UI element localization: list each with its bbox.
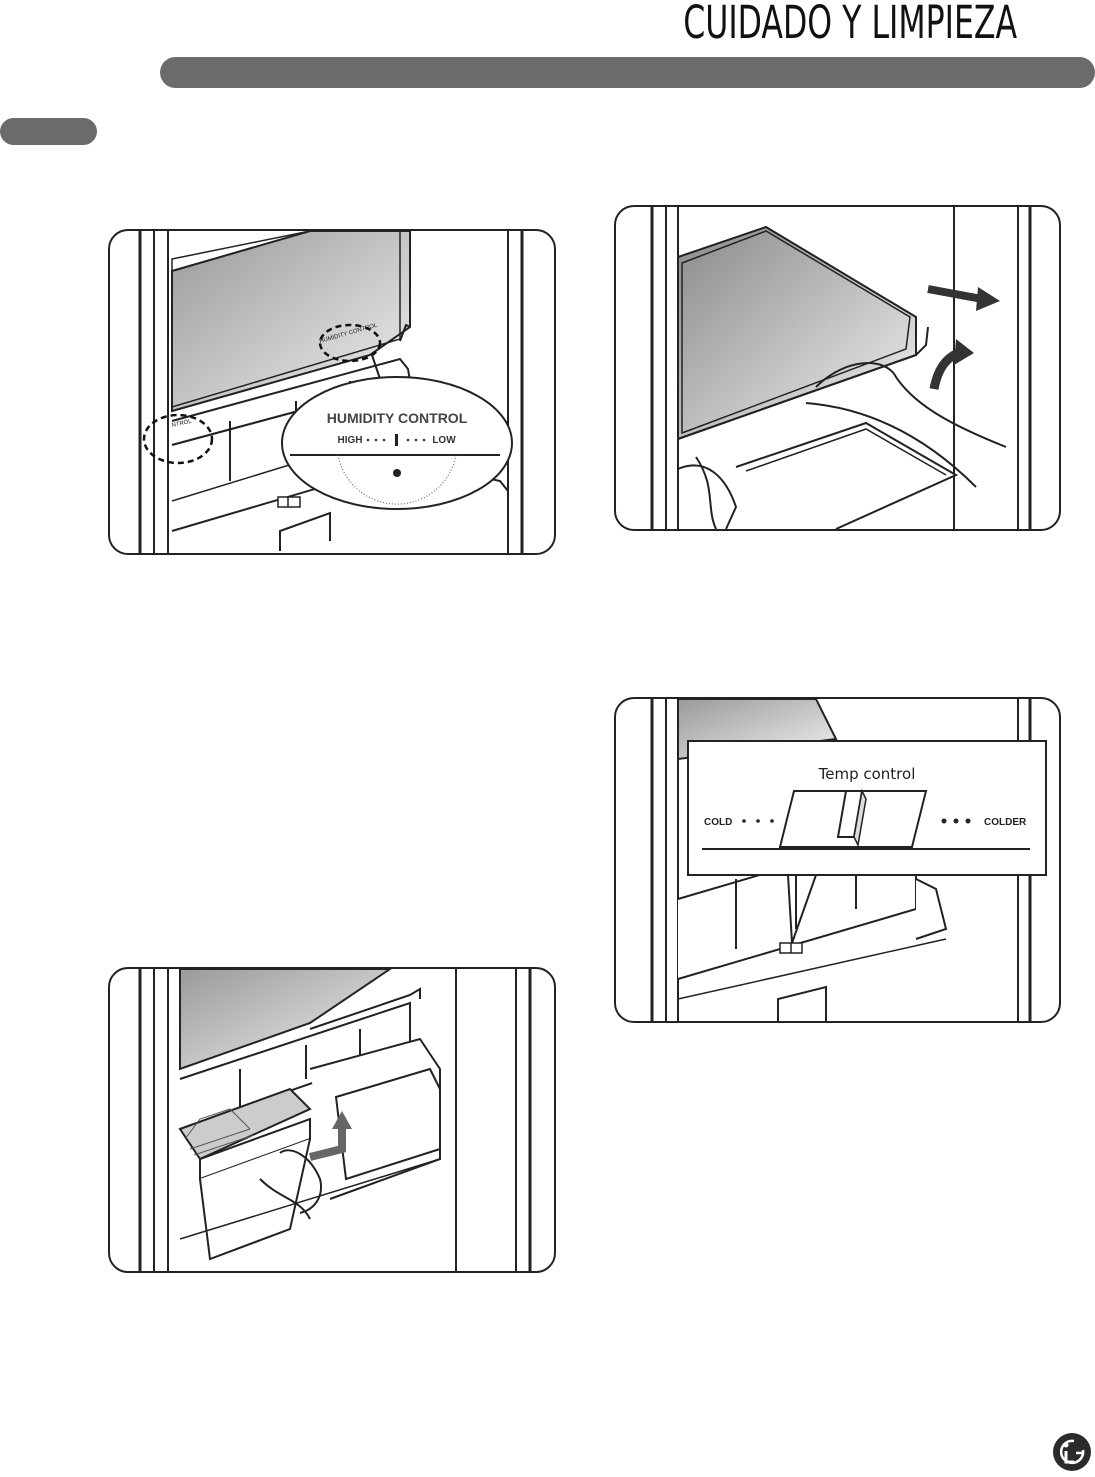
temp-colder-label: COLDER [984, 817, 1027, 828]
section-marker [0, 118, 97, 145]
figure-temp-control: Temp control COLD COLDER [614, 697, 1061, 1023]
drawer-lift-illustration [110, 969, 554, 1271]
cover-removal-illustration [616, 207, 1059, 529]
figure-drawer-lift [108, 967, 556, 1273]
page-title: CUIDADO Y LIMPIEZA [683, 0, 1017, 49]
temp-control-illustration: Temp control COLD COLDER [616, 699, 1059, 1021]
humidity-high-label: HIGH [338, 435, 363, 446]
temp-cold-label: COLD [704, 817, 732, 828]
header-bar [160, 57, 1095, 88]
temp-callout-label: Temp control [818, 765, 916, 783]
figure-cover-removal [614, 205, 1061, 531]
humidity-callout-label: HUMIDITY CONTROL [327, 410, 468, 426]
humidity-low-label: LOW [432, 435, 456, 446]
lg-logo-icon [1052, 1432, 1092, 1472]
humidity-illustration: HUMIDITY CONTROL NTROL HUMIDITY CONTROL … [110, 231, 554, 553]
figure-humidity-control: HUMIDITY CONTROL NTROL HUMIDITY CONTROL … [108, 229, 556, 555]
